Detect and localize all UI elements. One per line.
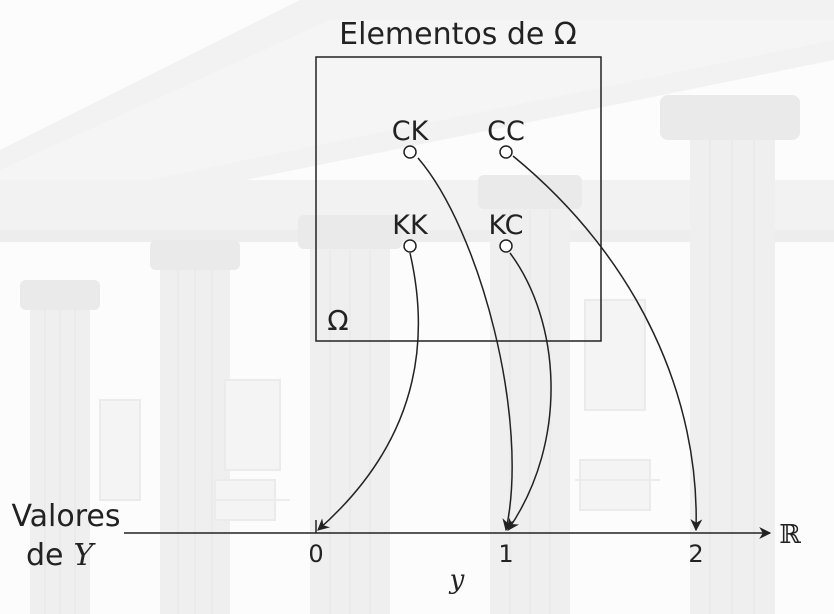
- outcome-label-kc: KC: [488, 210, 523, 241]
- diagram-title: Elementos de Ω: [339, 17, 577, 52]
- axis-label-prefix: de: [26, 538, 64, 573]
- mapping-arrow-kc-to-1: [507, 252, 552, 531]
- outcome-label-kk: KK: [392, 210, 429, 241]
- sample-space-label: Ω: [327, 304, 348, 337]
- outcome-point-ck: [403, 145, 417, 159]
- tick-label-2: 2: [688, 540, 703, 568]
- axis-label-var: Y: [74, 538, 97, 573]
- outcome-point-kc: [499, 239, 513, 253]
- tick-label-0: 0: [308, 540, 323, 568]
- sample-space-box: [315, 56, 602, 342]
- outcome-point-kk: [403, 239, 417, 253]
- axis-label-line2: de Y: [26, 538, 97, 573]
- mapping-arrow-cc-to-2: [512, 155, 703, 532]
- outcome-label-ck: CK: [392, 116, 430, 147]
- variable-label-y: y: [449, 565, 465, 595]
- outcome-point-cc: [499, 145, 513, 159]
- axis-label-line1: Valores: [11, 499, 120, 534]
- mapping-arrow-ck-to-1: [417, 157, 515, 532]
- mapping-arrow-kk-to-0: [317, 252, 420, 531]
- outcome-label-cc: CC: [487, 116, 525, 147]
- real-numbers-symbol: ℝ: [779, 520, 801, 550]
- tick-label-1: 1: [498, 540, 513, 568]
